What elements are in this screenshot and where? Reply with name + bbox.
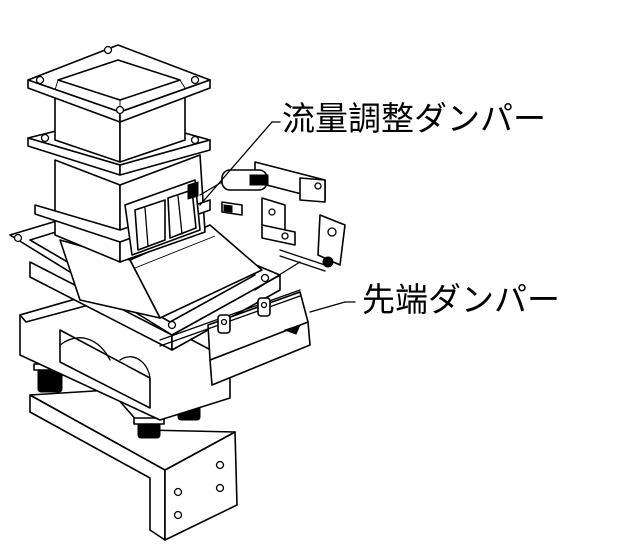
actuator-linkage [199, 161, 326, 246]
tip-damper-label: 先端ダンパー [362, 280, 560, 319]
flow-damper-label: 流量調整ダンパー [282, 99, 546, 138]
trough [59, 224, 263, 319]
mounting-bracket [29, 389, 238, 541]
flow-damper-box [124, 179, 201, 256]
lever-arm [254, 214, 346, 291]
inlet-flange [27, 44, 211, 123]
leader-lines [199, 121, 356, 313]
spring-front [133, 417, 165, 439]
tip-damper [159, 289, 311, 386]
